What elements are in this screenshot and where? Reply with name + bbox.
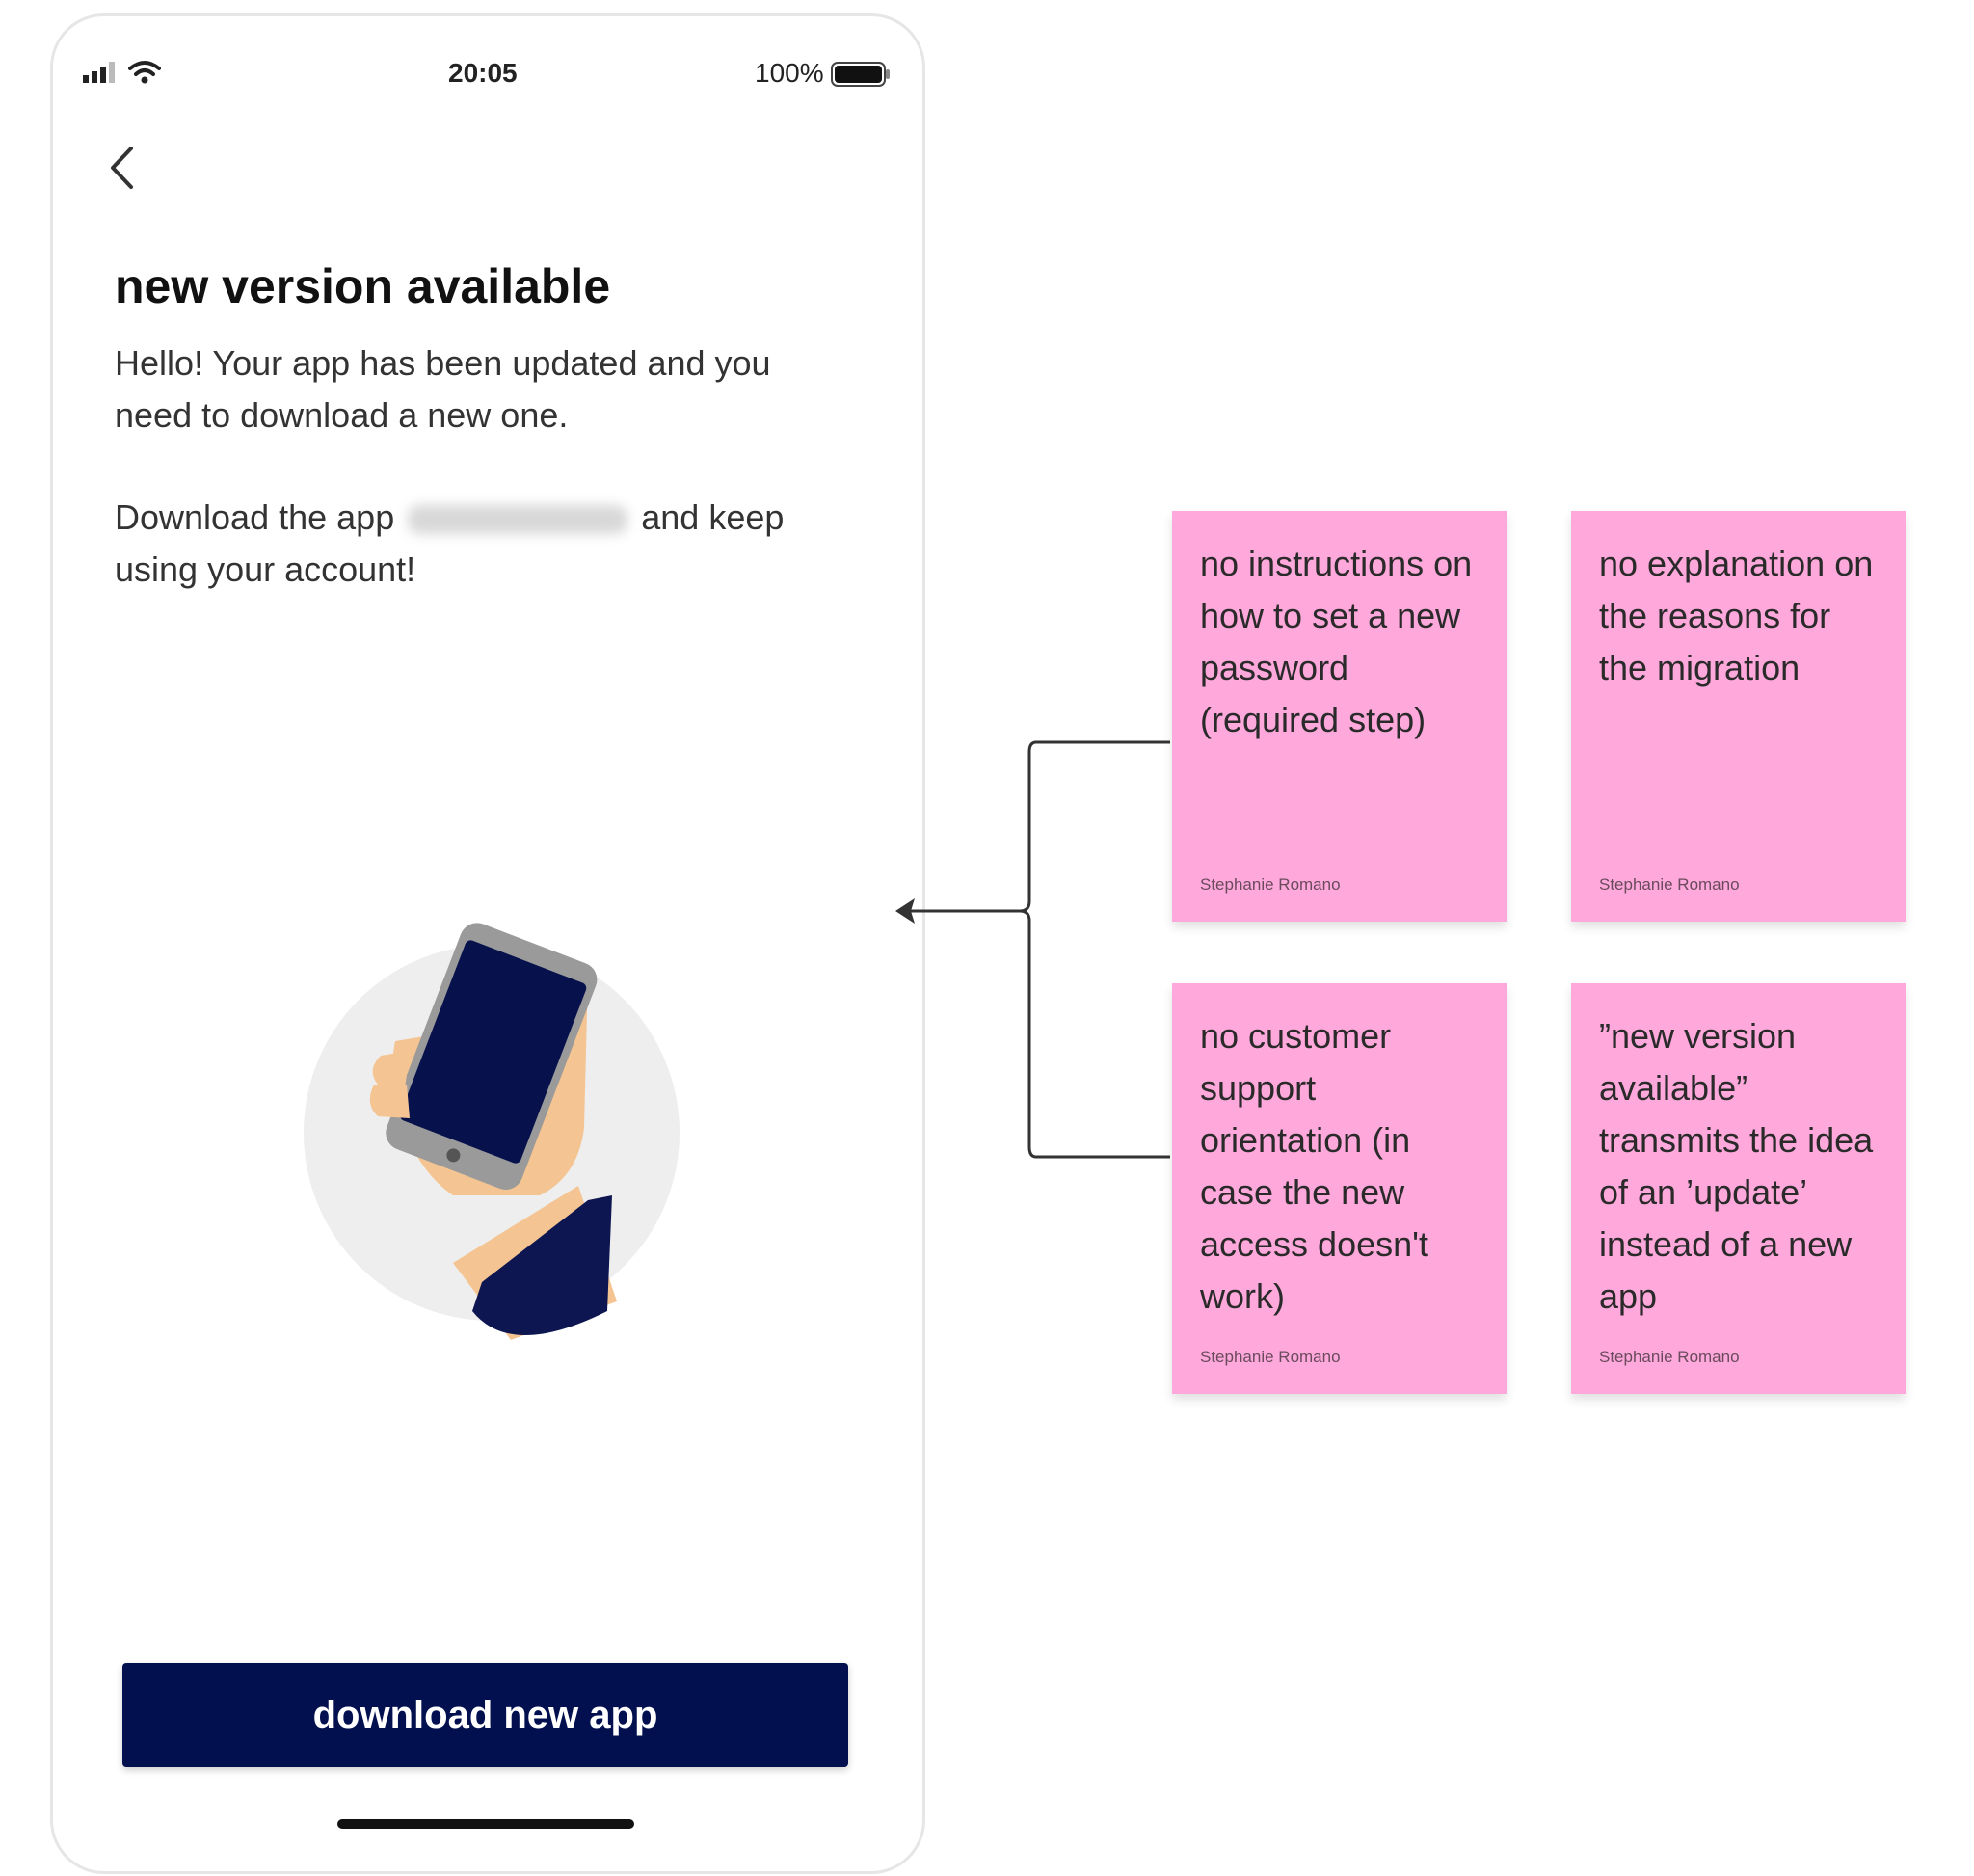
notes-connector-arrow [895,740,1170,1159]
back-icon[interactable] [108,145,137,191]
note-author: Stephanie Romano [1599,1348,1740,1366]
note-author: Stephanie Romano [1599,875,1740,894]
hand-holding-phone-illustration [304,923,680,1340]
redacted-app-name [408,505,628,535]
instruction-text-start: Download the app [115,497,395,537]
instruction-text-end: and keep using your account! [115,497,785,589]
sticky-note[interactable]: ”new version available” transmits the id… [1571,983,1906,1394]
battery-percentage: 100% [755,58,824,88]
sticky-note[interactable]: no explanation on the reasons for the mi… [1571,511,1906,922]
status-time: 20:05 [448,58,518,88]
wifi-icon [128,61,161,84]
battery-icon [831,62,890,87]
home-indicator [337,1819,634,1829]
download-instruction: Download the app and keep using your acc… [115,492,828,596]
note-author: Stephanie Romano [1200,1348,1341,1366]
signal-icon [83,62,115,83]
note-text: no instructions on how to set a new pass… [1200,544,1473,739]
note-text: ”new version available” transmits the id… [1599,1016,1874,1316]
note-text: no explanation on the reasons for the mi… [1599,544,1874,687]
page-title: new version available [115,259,611,313]
sticky-note[interactable]: no instructions on how to set a new pass… [1172,511,1507,922]
note-author: Stephanie Romano [1200,875,1341,894]
sticky-note[interactable]: no customer support orientation (in case… [1172,983,1507,1394]
arrow-icon [895,898,915,924]
intro-text: Hello! Your app has been updated and you… [115,343,771,435]
note-text: no customer support orientation (in case… [1200,1016,1429,1316]
download-new-app-button[interactable]: download new app [122,1663,848,1767]
